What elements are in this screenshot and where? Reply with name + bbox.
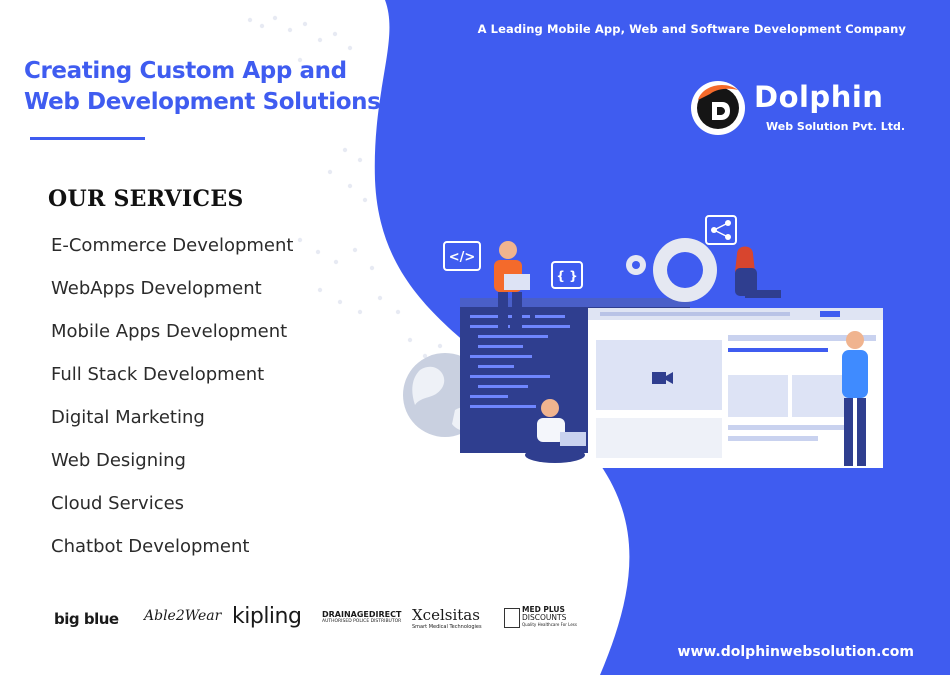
standing-person-figure xyxy=(842,331,868,466)
drainagedirect-name: DRAINAGEDIRECT xyxy=(322,610,402,619)
client-logo-bigblue: big blue xyxy=(54,610,119,628)
medplus-cross-icon xyxy=(504,608,520,628)
service-item: Digital Marketing xyxy=(51,407,205,428)
svg-text:</>: </> xyxy=(449,250,476,265)
company-tagline: A Leading Mobile App, Web and Software D… xyxy=(477,22,906,36)
medplus-line-1: MED PLUS xyxy=(522,605,565,614)
share-icon xyxy=(705,215,737,245)
headline-line-1: Creating Custom App and xyxy=(24,58,347,84)
medplus-line-2: DISCOUNTS xyxy=(522,613,567,622)
svg-text:{ }: { } xyxy=(556,269,577,283)
browser-window xyxy=(588,308,883,468)
headline-line-2: Web Development Solutions xyxy=(24,89,381,115)
services-list: E-Commerce Development WebApps Developme… xyxy=(51,232,293,576)
web-development-illustration: </> { } xyxy=(403,215,883,468)
service-item: Full Stack Development xyxy=(51,364,265,385)
code-tag-icon: </> xyxy=(443,241,481,271)
brand-name: Dolphin xyxy=(754,80,884,114)
medplus-subtitle: Quality Healthcare For Less xyxy=(522,622,577,627)
gear-icon xyxy=(626,238,717,302)
service-item: WebApps Development xyxy=(51,278,262,299)
website-link[interactable]: www.dolphinwebsolution.com xyxy=(677,644,914,660)
world-map-dots xyxy=(247,15,458,365)
service-item: Cloud Services xyxy=(51,493,185,514)
brand-subtitle: Web Solution Pvt. Ltd. xyxy=(766,120,906,133)
drainagedirect-subtitle: AUTHORISED POLICE DISTRIBUTOR xyxy=(322,619,402,624)
services-title: OUR SERVICES xyxy=(48,186,244,212)
service-item: Chatbot Development xyxy=(51,536,250,557)
dolphin-logo-icon xyxy=(691,81,745,135)
sitting-person-figure xyxy=(525,399,586,463)
headline: Creating Custom App and Web Development … xyxy=(24,56,381,118)
xcelsitas-name: Xcelsitas xyxy=(412,606,480,624)
xcelsitas-subtitle: Smart Medical Technologies xyxy=(412,624,482,630)
service-item: Mobile Apps Development xyxy=(51,321,288,342)
client-logo-xcelsitas: Xcelsitas Smart Medical Technologies xyxy=(412,606,482,630)
service-item: E-Commerce Development xyxy=(51,235,294,256)
client-logo-drainagedirect: DRAINAGEDIRECT AUTHORISED POLICE DISTRIB… xyxy=(322,610,401,624)
brand-logo: Dolphin Web Solution Pvt. Ltd. xyxy=(688,78,918,138)
client-logo-medplus: MED PLUS DISCOUNTS Quality Healthcare Fo… xyxy=(504,605,577,628)
headline-underline xyxy=(30,137,145,140)
service-item: Web Designing xyxy=(51,450,186,471)
designer-figure xyxy=(735,246,781,298)
client-logo-kipling: kipling xyxy=(232,604,302,629)
client-logo-able2wear: Able2Wear xyxy=(144,608,222,624)
developer-figure xyxy=(494,241,530,328)
curly-braces-icon: { } xyxy=(551,261,583,289)
